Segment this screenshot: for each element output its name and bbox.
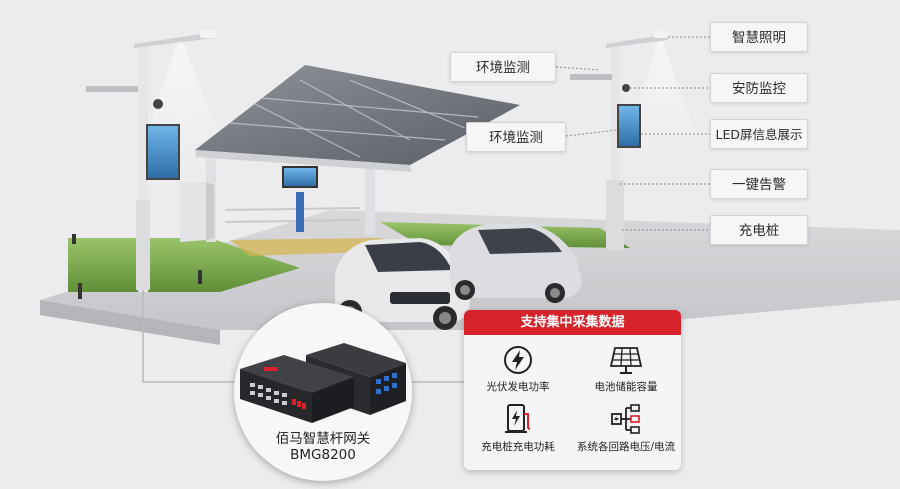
charging-pile-icon: [505, 404, 531, 433]
item-battery-capacity: 电池储能容量: [572, 344, 680, 394]
tag-security-monitor: 安防监控: [710, 73, 808, 103]
item-label: 系统各回路电压/电流: [576, 441, 676, 453]
tag-charging-pile: 充电桩: [710, 215, 808, 245]
tag-led-display: LED屏信息展示: [710, 119, 808, 149]
solar-panel-icon: [609, 347, 643, 374]
item-pv-power: 光伏发电功率: [464, 344, 572, 394]
item-circuit-voltage-current: 系统各回路电压/电流: [572, 402, 680, 454]
gateway-device-image: [240, 343, 406, 423]
gateway-callout: 佰马智慧杆网关 BMG8200: [234, 303, 412, 481]
lightning-circle-icon: [504, 346, 532, 374]
gateway-name: 佰马智慧杆网关: [275, 431, 371, 447]
tag-smart-lighting: 智慧照明: [710, 22, 808, 52]
tag-env-monitor-mid: 环境监测: [466, 122, 566, 152]
data-collection-panel: 支持集中采集数据 光伏发电功率 电池储能容量: [464, 310, 681, 470]
circuit-branch-icon: [611, 404, 640, 434]
gateway-model: BMG8200: [290, 447, 356, 463]
item-label: 光伏发电功率: [486, 381, 550, 393]
panel-title: 支持集中采集数据: [464, 310, 681, 335]
tag-one-key-alarm: 一键告警: [710, 169, 808, 199]
item-charging-consumption: 充电桩充电功耗: [464, 402, 572, 454]
item-label: 电池储能容量: [594, 381, 658, 393]
item-label: 充电桩充电功耗: [481, 441, 555, 453]
tag-env-monitor-top: 环境监测: [450, 52, 556, 82]
